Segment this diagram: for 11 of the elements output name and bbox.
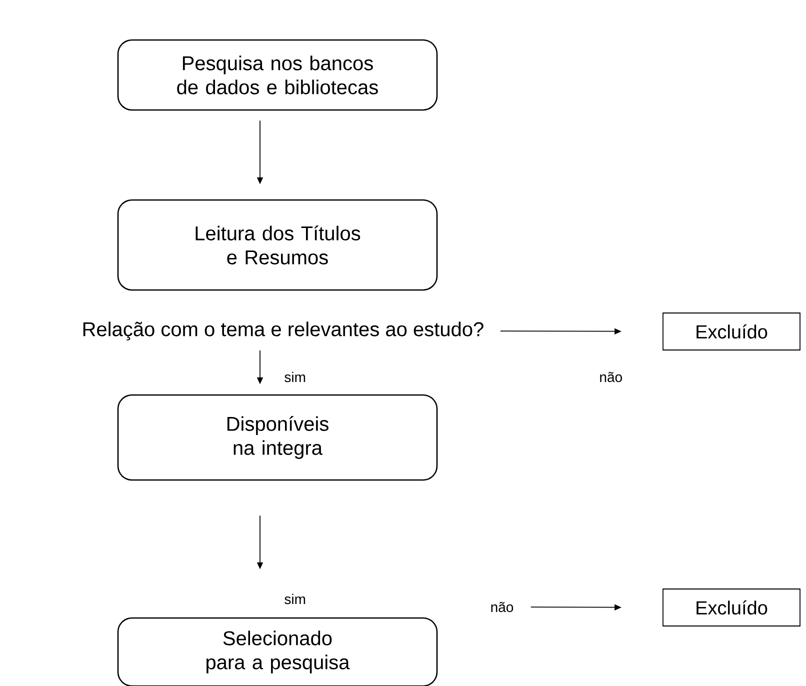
edge-label: sim bbox=[284, 594, 306, 604]
process-box: Disponíveis na integra bbox=[117, 394, 438, 481]
outcome-box: Excluído bbox=[662, 588, 800, 626]
process-box: Selecionado para a pesquisa bbox=[117, 617, 438, 686]
process-box: Leitura dos Títulos e Resumos bbox=[117, 199, 438, 291]
edge-label: não bbox=[600, 372, 622, 382]
process-box: Pesquisa nos bancos de dados e bibliotecas bbox=[117, 39, 438, 111]
question-text: Relação com o tema e relevantes ao estudo? bbox=[83, 322, 484, 340]
edge-label: sim bbox=[284, 372, 306, 382]
side-label: não bbox=[491, 602, 514, 612]
outcome-box: Excluído bbox=[662, 312, 800, 350]
